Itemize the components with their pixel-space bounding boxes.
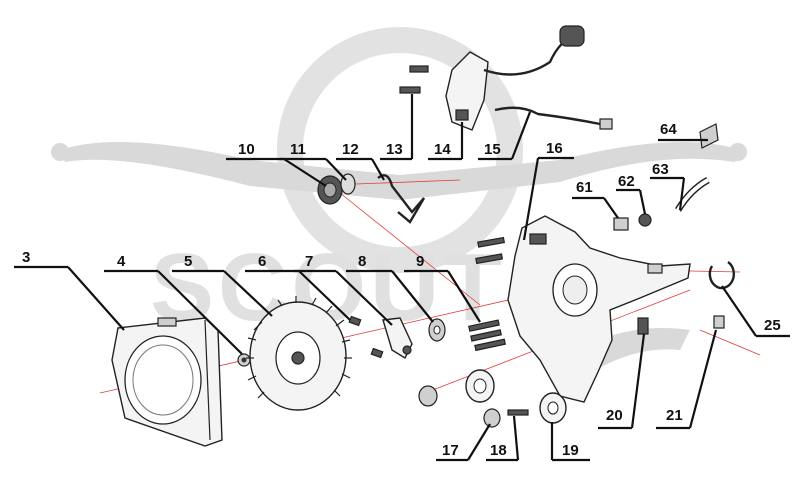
part-21-screw: [713, 315, 725, 329]
callout-63-label: 63: [652, 161, 669, 178]
callout-14: 14: [428, 122, 464, 161]
callout-13-label: 13: [386, 141, 403, 158]
callout-4-label: 4: [117, 253, 126, 270]
callout-64: 64: [658, 121, 708, 142]
part-8-washer: [428, 318, 446, 342]
callout-5-label: 5: [184, 253, 192, 270]
part-10-pulley: [317, 175, 343, 205]
part-61-fitting: [613, 217, 629, 231]
callout-10: 10: [226, 141, 327, 187]
part-14-ignition-module: [445, 25, 585, 131]
callout-16-label: 16: [546, 140, 563, 157]
callout-21-label: 21: [666, 407, 683, 424]
callout-5: 5: [172, 253, 273, 317]
callout-19: 19: [550, 422, 590, 462]
watermark-wing-shape: [60, 142, 740, 200]
part-6-screw: [348, 315, 384, 359]
callout-16: 16: [522, 140, 574, 241]
part-20-pin: [637, 317, 649, 335]
callout-61: 61: [572, 179, 619, 219]
callout-9-label: 9: [416, 253, 424, 270]
callout-20: 20: [598, 333, 646, 430]
callout-18: 18: [486, 415, 520, 462]
part-13-screws: [399, 65, 429, 94]
callout-63: 63: [650, 161, 686, 211]
part-17-plug: [418, 385, 501, 428]
callout-11-label: 11: [290, 141, 306, 158]
callout-14-label: 14: [434, 141, 451, 158]
callout-25-label: 25: [764, 317, 781, 334]
callout-6: 6: [245, 253, 351, 321]
part-5-flywheel: [246, 296, 352, 411]
part-7-bracket: [382, 317, 413, 359]
part-9-bolts: [468, 319, 506, 352]
callout-3-label: 3: [22, 249, 30, 266]
callout-12: 12: [336, 141, 385, 181]
watermark-right-dot: [729, 143, 747, 161]
watermark-ring: [277, 27, 523, 273]
callout-61-label: 61: [576, 179, 593, 196]
callout-64-label: 64: [660, 121, 677, 138]
callout-7: 7: [294, 253, 393, 326]
callout-17-label: 17: [442, 442, 459, 459]
part-18-screw: [507, 409, 529, 416]
callout-8: 8: [346, 253, 434, 323]
callout-21: 21: [656, 329, 718, 430]
callout-4: 4: [104, 253, 243, 355]
callout-6-label: 6: [258, 253, 266, 270]
callout-13: 13: [380, 94, 414, 161]
callout-7-label: 7: [305, 253, 313, 270]
part-15-wire-harness: [494, 106, 613, 130]
axis-line-far-right: [699, 329, 761, 356]
part-16-crankcase: [507, 215, 691, 403]
callout-62-label: 62: [618, 173, 635, 190]
callout-62: 62: [616, 173, 647, 215]
callouts: 3 4 5 6 7 8: [14, 94, 790, 462]
callout-25: 25: [721, 285, 790, 338]
part-62-grommet: [638, 213, 652, 227]
callout-18-label: 18: [490, 442, 507, 459]
part-16-bolts: [475, 236, 506, 265]
callout-8-label: 8: [358, 253, 366, 270]
part-19-seal: [465, 369, 567, 424]
callout-12-label: 12: [342, 141, 359, 158]
part-3-fan-housing: [111, 317, 223, 447]
callout-11: 11: [280, 141, 347, 181]
callout-17: 17: [436, 423, 491, 462]
part-25-circlip: [708, 261, 736, 290]
callout-15: 15: [478, 111, 532, 161]
callout-20-label: 20: [606, 407, 623, 424]
watermark-left-dot: [51, 143, 69, 161]
callout-10-label: 10: [238, 141, 255, 158]
callout-19-label: 19: [562, 442, 579, 459]
part-4-nut: [237, 353, 251, 367]
callout-9: 9: [404, 253, 481, 323]
part-64-clip: [699, 123, 719, 149]
callout-15-label: 15: [484, 141, 501, 158]
axis-line-upper: [329, 184, 481, 306]
callout-3: 3: [14, 249, 125, 331]
